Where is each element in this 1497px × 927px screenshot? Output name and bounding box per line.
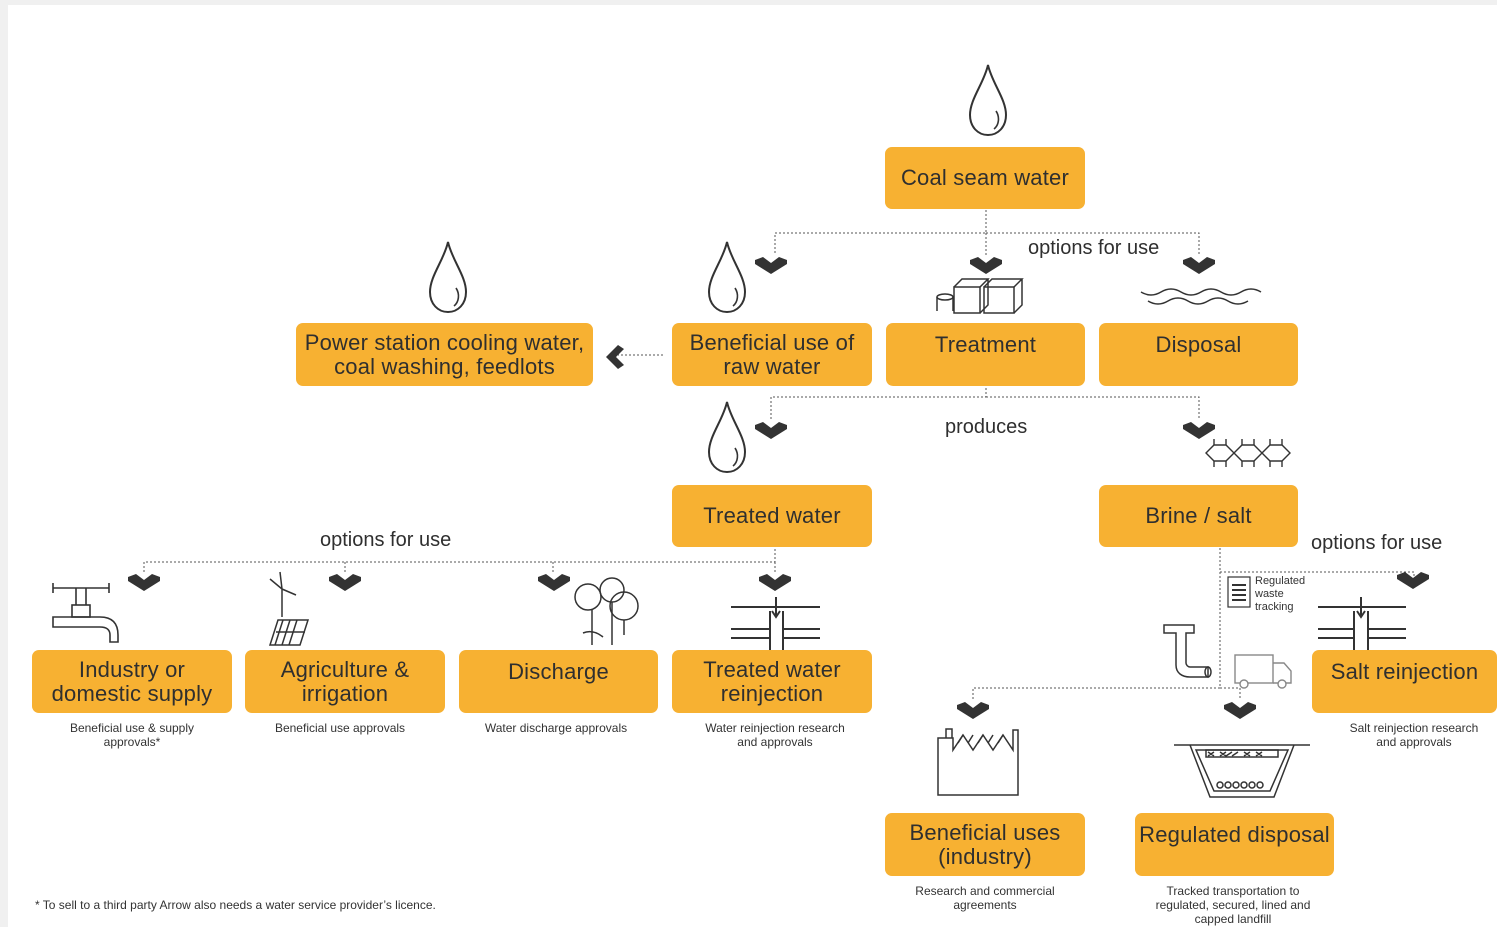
dotted-connectors	[143, 210, 1415, 700]
caption-line: Beneficial use approvals	[274, 721, 406, 735]
connector-layer	[52, 64, 1429, 798]
chevron-left-icon	[606, 345, 624, 369]
node-label-line1: Treated water	[703, 656, 841, 682]
chevron-down-icon	[755, 257, 787, 274]
caption-salt-reinjection: Salt reinjection research and approvals	[1314, 721, 1497, 749]
wind-turbine-icon	[268, 571, 310, 646]
salt-crystal-icon	[1205, 439, 1291, 467]
label-options-for-use: options for use	[1028, 237, 1160, 259]
node-coal-seam-water: Coal seam water	[885, 147, 1085, 209]
node-beneficial-industry: Beneficial uses (industry)	[885, 813, 1085, 876]
water-drop-icon	[708, 401, 746, 473]
node-industry-supply: Industry or domestic supply	[32, 650, 232, 713]
label-options-for-use: options for use	[320, 529, 452, 551]
node-label: Brine / salt	[1145, 503, 1252, 528]
node-label-line2: coal washing, feedlots	[334, 353, 555, 379]
node-label-line2: (industry)	[938, 843, 1032, 869]
node-label: Regulated disposal	[1139, 822, 1330, 847]
chevron-down-icon	[970, 257, 1002, 274]
chevron-down-icon	[1183, 257, 1215, 274]
node-disposal: Disposal	[1099, 323, 1298, 386]
node-regulated-disposal: Regulated disposal	[1135, 813, 1334, 876]
caption-discharge: Water discharge approvals	[456, 721, 656, 735]
label-line: tracking	[1255, 601, 1294, 613]
caption-line: and approvals	[737, 735, 813, 749]
tanks-icon	[936, 278, 1024, 314]
chevron-down-icon	[755, 422, 787, 439]
diagram-canvas: Coal seam water Power station cooling wa…	[8, 5, 1497, 927]
caption-line: Beneficial use & supply	[69, 721, 195, 735]
label-regulated-waste-tracking: Regulated waste tracking	[1255, 575, 1305, 614]
caption-line: approvals*	[103, 735, 161, 749]
node-label-line1: Industry or	[78, 656, 186, 682]
caption-industry-supply: Beneficial use & supply approvals*	[32, 721, 232, 749]
landfill-icon	[1174, 744, 1310, 798]
caption-line: Water reinjection research	[705, 721, 845, 735]
label-produces: produces	[945, 416, 1028, 438]
node-beneficial-raw-water: Beneficial use of raw water	[672, 323, 872, 386]
label-options-for-use: options for use	[1311, 532, 1443, 554]
chevron-down-icon	[957, 702, 989, 719]
reinjection-well-icon	[1318, 597, 1406, 650]
node-label: Salt reinjection	[1330, 659, 1479, 684]
node-treatment: Treatment	[886, 323, 1085, 386]
node-treated-water: Treated water	[672, 485, 872, 547]
trees-icon	[574, 577, 639, 645]
node-label: Coal seam water	[900, 165, 1070, 190]
label-line: Regulated	[1255, 575, 1306, 587]
node-power-station: Power station cooling water, coal washin…	[296, 323, 593, 386]
water-drop-icon	[708, 241, 746, 313]
caption-line: regulated, secured, lined and	[1155, 898, 1311, 912]
node-label: Disposal	[1155, 332, 1242, 357]
caption-line: Research and commercial	[915, 884, 1055, 898]
truck-icon	[1234, 654, 1292, 689]
label-line: waste	[1255, 588, 1284, 600]
chevron-down-icon	[128, 574, 160, 591]
caption-line: and approvals	[1376, 735, 1452, 749]
caption-line: capped landfill	[1194, 912, 1272, 926]
caption-line: agreements	[953, 898, 1017, 912]
node-brine-salt: Brine / salt	[1099, 485, 1298, 547]
node-treated-reinjection: Treated water reinjection	[672, 650, 872, 713]
water-drop-icon	[969, 64, 1007, 136]
caption-beneficial-industry: Research and commercial agreements	[885, 884, 1085, 912]
caption-treated-reinjection: Water reinjection research and approvals	[675, 721, 875, 749]
chevron-down-icon	[1397, 572, 1429, 589]
reinjection-well-icon	[731, 597, 820, 650]
caption-agriculture: Beneficial use approvals	[240, 721, 440, 735]
water-drop-icon	[429, 241, 467, 313]
node-label-line2: irrigation	[301, 680, 389, 706]
tap-icon	[52, 583, 119, 643]
chevron-down-icon	[538, 574, 570, 591]
caption-line: Tracked transportation to	[1166, 884, 1300, 898]
node-discharge: Discharge	[459, 650, 658, 713]
node-salt-reinjection: Salt reinjection	[1312, 650, 1497, 713]
factory-icon	[937, 728, 1019, 796]
caption-line: Salt reinjection research	[1349, 721, 1479, 735]
waves-icon	[1140, 288, 1262, 305]
pipe-icon	[1163, 624, 1212, 678]
node-label-line2: raw water	[723, 353, 821, 379]
chevron-down-icon	[1183, 422, 1215, 439]
caption-regulated-disposal: Tracked transportation to regulated, sec…	[1133, 884, 1333, 926]
node-label-line1: Beneficial use of	[689, 329, 855, 355]
node-label: Treated water	[703, 503, 841, 528]
chevron-down-icon	[329, 574, 361, 591]
node-label: Treatment	[934, 332, 1037, 357]
node-agriculture: Agriculture & irrigation	[245, 650, 445, 713]
node-label-line2: reinjection	[720, 680, 824, 706]
caption-line: Water discharge approvals	[484, 721, 628, 735]
chevron-down-icon	[1224, 702, 1256, 719]
chevron-down-icon	[759, 574, 791, 591]
node-label: Discharge	[508, 659, 609, 684]
node-label-line2: domestic supply	[51, 680, 213, 706]
node-label-line1: Beneficial uses	[909, 819, 1061, 845]
document-icon	[1227, 576, 1251, 608]
node-label-line1: Power station cooling water,	[304, 329, 585, 355]
footnote: * To sell to a third party Arrow also ne…	[35, 898, 436, 912]
node-label-line1: Agriculture &	[280, 656, 410, 682]
